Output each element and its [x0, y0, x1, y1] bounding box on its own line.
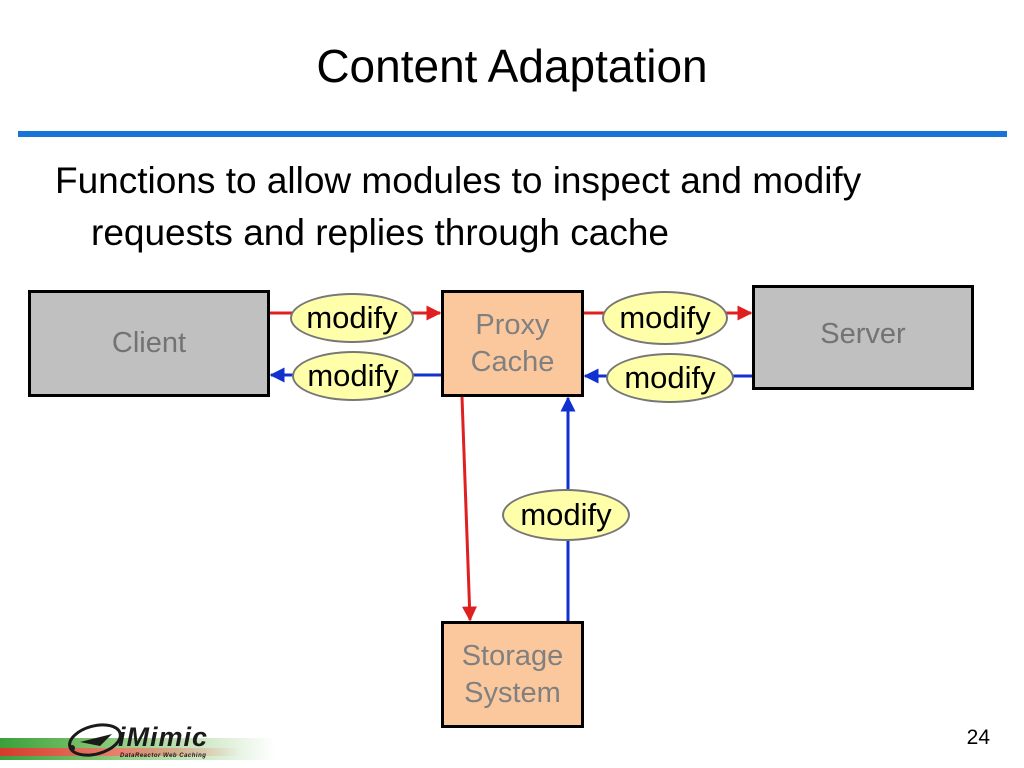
proxy-cache-box: Proxy Cache	[441, 290, 584, 397]
bullet-text: Functions to allow modules to inspect an…	[55, 160, 862, 253]
logo-wordmark: iMimic	[118, 722, 209, 752]
modify-server-request: modify	[602, 291, 728, 345]
modify-client-request: modify	[290, 293, 414, 343]
modify-server-reply: modify	[606, 353, 734, 403]
modify-client-reply: modify	[292, 351, 414, 401]
storage-system-box: Storage System	[441, 621, 584, 728]
modify-storage: modify	[502, 489, 630, 541]
page-number: 24	[966, 726, 990, 749]
logo-band-accent	[0, 748, 240, 756]
server-box: Server	[752, 285, 974, 390]
client-box: Client	[28, 290, 270, 397]
logo-tagline: DataReactor Web Caching	[120, 753, 207, 759]
arrow-proxy-to-storage	[460, 396, 478, 622]
slide-title: Content Adaptation	[316, 40, 708, 92]
imimic-logo-icon	[68, 723, 122, 757]
title-rule	[18, 131, 1007, 137]
